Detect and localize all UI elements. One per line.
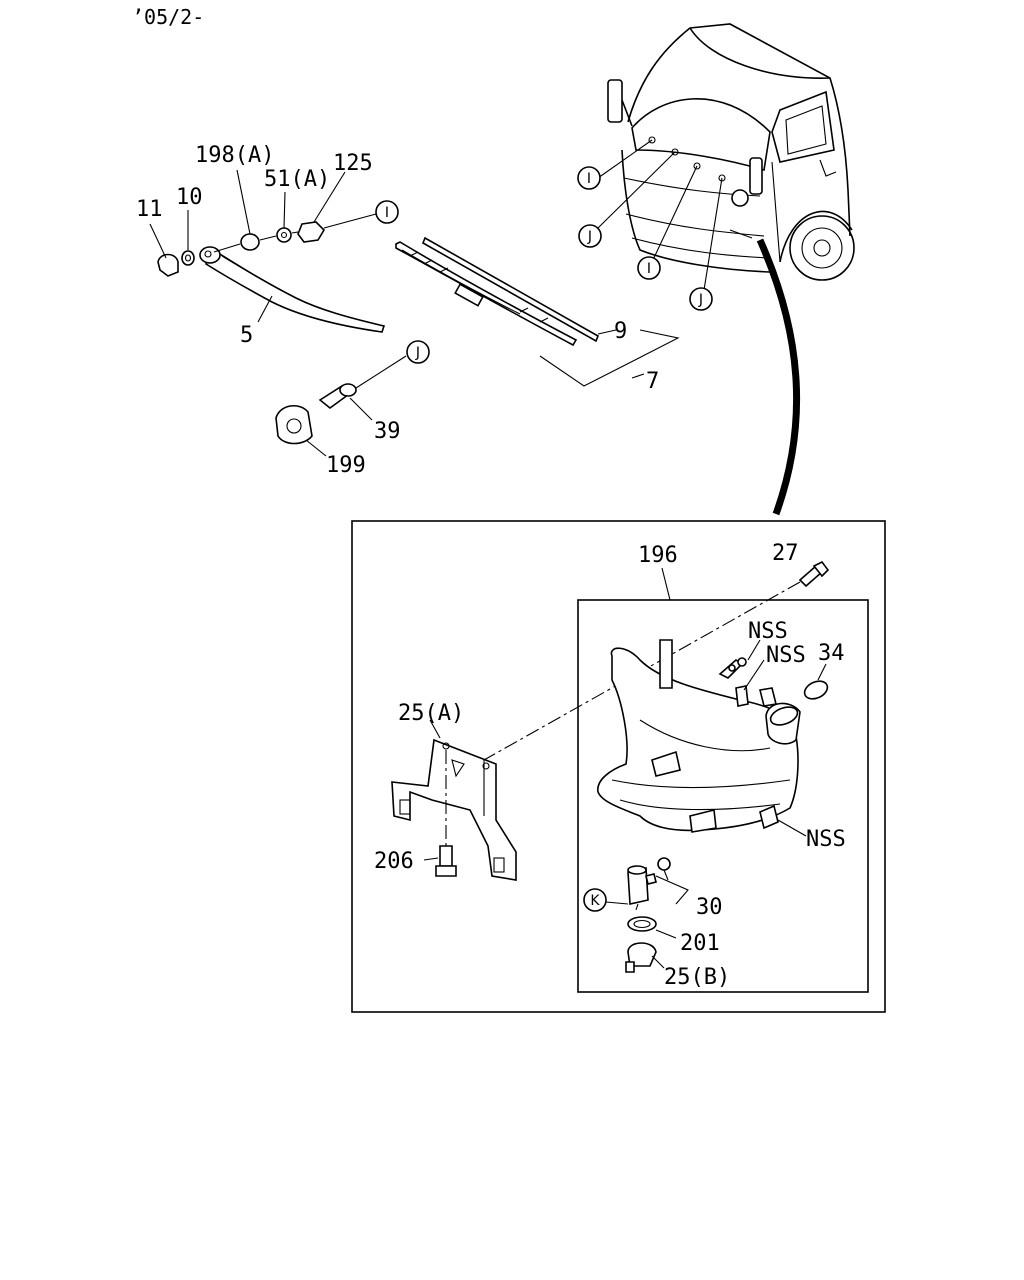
pump-30-part bbox=[627, 865, 657, 911]
svg-text:I: I bbox=[647, 261, 651, 277]
marker-I-3: I bbox=[375, 200, 399, 224]
bolt-27-part bbox=[798, 560, 830, 588]
label-25b: 25(B) bbox=[664, 965, 730, 990]
label-7: 7 bbox=[646, 369, 659, 394]
marker-I-1: I bbox=[577, 166, 601, 190]
svg-text:K: K bbox=[590, 893, 600, 909]
label-206: 206 bbox=[374, 849, 414, 874]
marker-J-1: J bbox=[578, 224, 602, 248]
marker-J-3: J bbox=[406, 340, 430, 364]
label-199: 199 bbox=[326, 453, 366, 478]
bolt-206-part bbox=[435, 845, 457, 877]
header-code: ’05/2- bbox=[132, 5, 204, 29]
label-34: 34 bbox=[818, 641, 845, 666]
label-25a: 25(A) bbox=[398, 701, 464, 726]
washer-tank-part bbox=[597, 639, 801, 833]
label-nss-2: NSS bbox=[766, 643, 806, 668]
marker-K: K bbox=[583, 888, 629, 912]
svg-text:J: J bbox=[698, 292, 703, 308]
label-5: 5 bbox=[240, 323, 253, 348]
label-30: 30 bbox=[696, 895, 723, 920]
label-11: 11 bbox=[136, 197, 163, 222]
truck-cab-illustration bbox=[597, 23, 855, 291]
label-9: 9 bbox=[614, 319, 627, 344]
label-196: 196 bbox=[638, 543, 678, 568]
label-51a: 51(A) bbox=[264, 167, 330, 192]
detail-box-inner bbox=[577, 599, 869, 993]
label-10: 10 bbox=[176, 185, 203, 210]
svg-text:J: J bbox=[587, 229, 592, 245]
svg-text:J: J bbox=[415, 345, 420, 361]
label-198a: 198(A) bbox=[195, 143, 274, 168]
label-nss-1: NSS bbox=[748, 619, 788, 644]
label-27: 27 bbox=[772, 541, 799, 566]
svg-text:I: I bbox=[587, 171, 591, 187]
label-201: 201 bbox=[680, 931, 720, 956]
detail-connector-curve bbox=[756, 238, 801, 516]
grommet-part bbox=[275, 405, 327, 457]
svg-text:I: I bbox=[385, 205, 389, 221]
marker-I-2: I bbox=[637, 256, 661, 280]
label-125: 125 bbox=[333, 151, 373, 176]
grommet-201-part bbox=[627, 916, 657, 932]
label-39: 39 bbox=[374, 419, 401, 444]
detail-box-outer bbox=[351, 520, 886, 1013]
label-nss-3: NSS bbox=[806, 827, 846, 852]
clip-25b-part bbox=[625, 942, 657, 973]
wiper-blade-assembly bbox=[395, 236, 600, 347]
wiper-arm-assembly bbox=[157, 213, 386, 333]
marker-J-2: J bbox=[689, 287, 713, 311]
bracket-25a-part bbox=[391, 738, 517, 881]
nozzle-part bbox=[318, 355, 407, 421]
seal-ring-34-part bbox=[803, 680, 829, 700]
